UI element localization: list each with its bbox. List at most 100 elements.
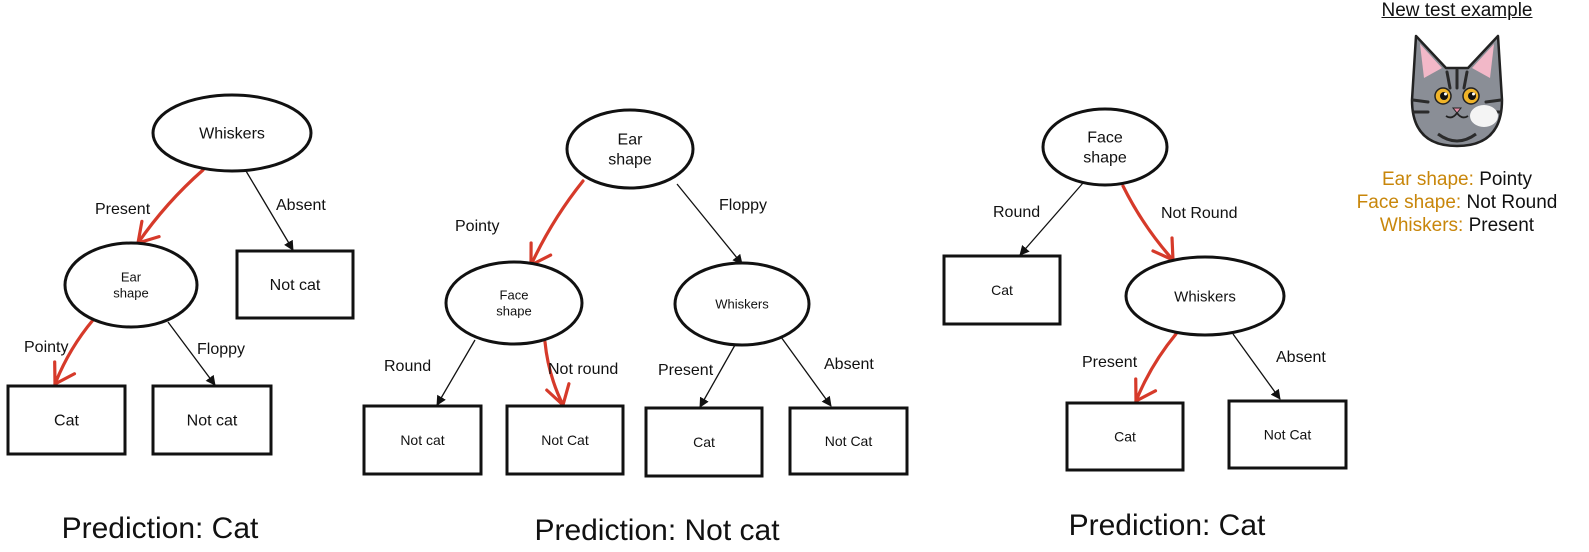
leaf-rect: [1227, 399, 1348, 470]
leaf-rect: [151, 384, 273, 456]
edge-label: Floppy: [719, 197, 767, 214]
leaf-rect: [6, 384, 127, 456]
node-label: Not Cat: [825, 433, 873, 449]
leaf-box: Not Cat: [788, 406, 909, 476]
node-label: Whiskers: [715, 297, 769, 312]
node-ellipse: [151, 93, 313, 173]
node-label-line: Ear: [121, 269, 142, 284]
node-label: Not cat: [400, 432, 444, 448]
edge-arrow: [676, 183, 743, 265]
path-arrow-shaft: [1134, 332, 1178, 403]
node-label-line: shape: [496, 304, 531, 319]
edge: Floppy: [676, 183, 767, 265]
node-ellipse: [63, 241, 199, 329]
edge: Absent: [245, 170, 326, 251]
node-label: Face shape: [496, 287, 531, 318]
prediction-label: Prediction: Cat: [62, 512, 259, 545]
path-arrow-head: [1134, 377, 1158, 403]
node-label-line: Not Cat: [825, 433, 873, 449]
node-ellipse: [1041, 107, 1169, 187]
path-arrow-head: [53, 360, 77, 386]
edge-label: Absent: [824, 356, 874, 373]
edge: Absent: [1232, 333, 1326, 400]
path-arrow-shaft: [1121, 184, 1175, 262]
node-label: Not cat: [187, 413, 238, 430]
edge-label: Present: [658, 362, 714, 379]
leaf-box: Cat: [1065, 401, 1185, 472]
feature-ear-shape: Ear shape: Pointy: [1325, 168, 1589, 191]
feature-name: Ear shape:: [1382, 169, 1474, 190]
edge-label: Absent: [276, 197, 326, 214]
decision-node: Face shape: [1041, 107, 1169, 187]
edge-label: Floppy: [197, 341, 245, 358]
path-arrow-shaft: [53, 318, 95, 386]
feature-name: Face shape:: [1356, 192, 1462, 213]
edge-arrow: [1019, 182, 1084, 256]
edge: Present: [1082, 332, 1178, 403]
leaf-box: Cat: [6, 384, 127, 456]
node-ellipse: [444, 260, 584, 346]
edge-arrow: [245, 170, 294, 251]
node-label-line: Cat: [693, 434, 715, 450]
edge: Not Round: [1121, 184, 1238, 262]
node-label-line: Face: [1087, 130, 1123, 147]
node-label-line: Cat: [991, 282, 1013, 298]
node-label-line: Not cat: [187, 413, 238, 430]
prediction-label: Prediction: Cat: [1069, 509, 1266, 542]
node-label-line: shape: [113, 286, 148, 301]
path-arrow-shaft: [529, 179, 585, 267]
edge: Present: [658, 344, 736, 408]
node-label: Ear shape: [113, 269, 148, 300]
path-arrow-shaft: [136, 168, 205, 245]
edge: Pointy: [24, 318, 95, 386]
node-label: Face shape: [1083, 130, 1127, 167]
leaf-box: Not cat: [151, 384, 273, 456]
node-label: Whiskers: [1174, 288, 1236, 305]
path-arrow-shaft: [543, 340, 565, 407]
node-label-line: shape: [1083, 150, 1127, 167]
decision-node: Whiskers: [673, 261, 811, 347]
edge: Present: [95, 168, 205, 245]
node-label: Not Cat: [1264, 426, 1312, 442]
node-label-line: Face: [500, 287, 529, 302]
feature-value: Present: [1468, 215, 1535, 236]
feature-name: Whiskers:: [1379, 215, 1464, 236]
edge: Not round: [543, 340, 618, 407]
leaf-rect: [644, 406, 764, 478]
node-label-line: Whiskers: [1174, 288, 1236, 305]
leaf-box: Not Cat: [505, 404, 625, 476]
edge-arrow: [436, 339, 476, 406]
node-label: Not Cat: [541, 432, 589, 448]
node-label: Cat: [991, 282, 1013, 298]
edge-label: Pointy: [455, 218, 499, 235]
edge: Absent: [780, 336, 874, 407]
node-label-line: Cat: [1114, 428, 1136, 444]
node-label-line: Whiskers: [715, 297, 769, 312]
node-label-line: Whiskers: [199, 126, 265, 143]
leaf-rect: [788, 406, 909, 476]
node-label: Cat: [54, 413, 79, 430]
decision-node: Whiskers: [151, 93, 313, 173]
node-label: Cat: [1114, 428, 1136, 444]
leaf-rect: [1065, 401, 1185, 472]
node-ellipse: [565, 108, 695, 190]
node-label-line: Not Cat: [1264, 426, 1312, 442]
cat-face-icon: [1410, 34, 1504, 148]
edge-label: Absent: [1276, 349, 1326, 366]
edge-arrow: [699, 344, 736, 408]
node-label: Not cat: [270, 277, 321, 294]
decision-node: Ear shape: [63, 241, 199, 329]
node-label-line: Not Cat: [541, 432, 589, 448]
edge-label: Round: [993, 204, 1040, 221]
edge: Round: [993, 182, 1084, 256]
leaf-rect: [235, 249, 355, 320]
feature-value: Pointy: [1479, 169, 1532, 190]
edge-arrow: [167, 321, 216, 386]
example-features: Ear shape: Pointy Face shape: Not Round …: [1325, 168, 1589, 237]
node-label: Whiskers: [199, 126, 265, 143]
